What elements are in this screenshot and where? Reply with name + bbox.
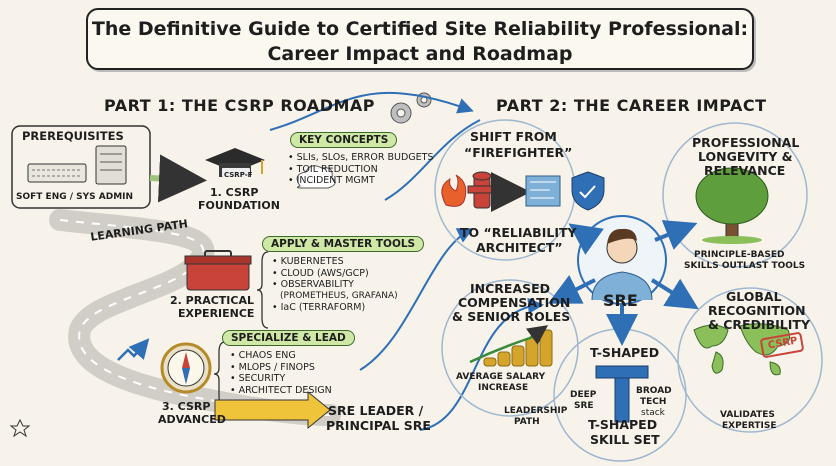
tshaped-broad1: BROAD	[636, 386, 672, 396]
tshaped-broad2: TECH	[640, 397, 667, 407]
recognition-sub2: EXPERTISE	[722, 421, 777, 431]
tool-item: IaC (TERRAFORM)	[272, 302, 398, 314]
recognition-line1: GLOBAL	[726, 289, 782, 304]
comp-sub2: INCREASE	[478, 383, 529, 393]
coins-icon	[483, 329, 553, 367]
recognition-sub1: VALIDATES	[720, 410, 775, 420]
recognition-line3: & CREDIBILITY	[708, 317, 810, 332]
tree-icon	[695, 167, 769, 244]
tshaped-foot1: T-SHAPED	[588, 417, 658, 432]
prereq-box	[11, 125, 151, 209]
prereq-caption: SOFT ENG / SYS ADMIN	[16, 192, 134, 202]
specialize-badge: SPECIALIZE & LEAD	[222, 330, 355, 346]
keyboard-icon	[27, 163, 87, 183]
key-concept-item: SLIs, SLOs, ERROR BUDGETS	[288, 152, 434, 164]
shift-to-line2: ARCHITECT”	[476, 240, 563, 255]
sre-label: SRE	[603, 291, 638, 310]
title-line-2: Career Impact and Roadmap	[267, 43, 573, 65]
comp-line3: & SENIOR ROLES	[452, 309, 571, 324]
recognition-line2: RECOGNITION	[708, 303, 806, 318]
practical-line2: EXPERIENCE	[178, 307, 255, 320]
longevity-line3: RELEVANCE	[704, 163, 786, 178]
shift-line2: “FIREFIGHTER”	[464, 145, 573, 160]
tshaped-letter: T	[613, 362, 614, 363]
tools-badge: APPLY & MASTER TOOLS	[262, 236, 425, 252]
shift-to-line1: TO “RELIABILITY	[460, 225, 577, 240]
comp-sub4: PATH	[514, 417, 540, 427]
t-shape-icon	[595, 365, 649, 423]
foundation-line1: 1. CSRP	[210, 186, 259, 199]
fire-icon	[441, 174, 467, 207]
leader-line2: PRINCIPAL SRE	[326, 418, 431, 433]
foundation-line2: FOUNDATION	[198, 199, 280, 212]
csrp-stamp	[760, 332, 804, 358]
hydrant-icon	[467, 171, 497, 209]
specialize-item: MLOPS / FINOPS	[230, 362, 332, 374]
tshaped-broad3: stack	[641, 408, 665, 418]
key-concept-item: TOIL REDUCTION	[288, 164, 433, 176]
specialize-item: ARCHITECT DESIGN	[230, 385, 332, 397]
blueprint-icon	[525, 175, 561, 207]
comp-line2: COMPENSATION	[458, 295, 571, 310]
tshaped-foot2: SKILL SET	[590, 432, 660, 447]
graduation-cap-icon	[205, 148, 265, 177]
server-icon	[95, 145, 127, 185]
comp-sub1: AVERAGE SALARY	[456, 372, 546, 382]
shift-line1: SHIFT FROM	[470, 129, 557, 144]
key-concept-item: INCIDENT MGMT	[288, 175, 433, 187]
tshaped-deep1: DEEP	[570, 390, 597, 400]
tool-item: KUBERNETES	[272, 256, 398, 268]
key-concepts-badge: KEY CONCEPTS	[290, 132, 398, 148]
growth-arrow-icon	[117, 338, 150, 361]
tool-sub: (PROMETHEUS, GRAFANA)	[280, 290, 398, 301]
part1-heading: PART 1: THE CSRP ROADMAP	[104, 96, 375, 115]
tshaped-deep2: SRE	[574, 401, 594, 411]
tshaped-heading: T-SHAPED	[590, 345, 660, 360]
longevity-line2: LONGEVITY &	[698, 149, 793, 164]
leader-line1: SRE LEADER /	[328, 403, 424, 418]
advanced-line1: 3. CSRP	[162, 400, 211, 413]
leader-arrow	[214, 390, 331, 430]
longevity-sub2: SKILLS OUTLAST TOOLS	[684, 261, 806, 271]
longevity-sub1: PRINCIPLE-BASED	[694, 250, 785, 260]
specialize-item: SECURITY	[230, 373, 332, 385]
specialize-list: CHAOS ENG MLOPS / FINOPS SECURITY ARCHIT…	[230, 350, 332, 396]
longevity-line1: PROFESSIONAL	[692, 135, 800, 150]
part2-heading: PART 2: THE CAREER IMPACT	[496, 96, 767, 115]
shield-icon	[571, 171, 605, 211]
tool-item: OBSERVABILITY	[272, 279, 398, 291]
prerequisites-label: PREREQUISITES	[22, 129, 124, 143]
comp-sub3: LEADERSHIP	[504, 406, 568, 416]
title-line-1: The Definitive Guide to Certified Site R…	[91, 18, 749, 40]
practical-line1: 2. PRACTICAL	[170, 294, 254, 307]
tool-item: CLOUD (AWS/GCP)	[272, 268, 398, 280]
compass-icon	[160, 342, 212, 394]
tools-list: KUBERNETES CLOUD (AWS/GCP) OBSERVABILITY…	[272, 256, 398, 314]
specialize-item: CHAOS ENG	[230, 350, 332, 362]
title-box: The Definitive Guide to Certified Site R…	[86, 8, 754, 70]
advanced-line2: ADVANCED	[158, 413, 226, 426]
key-concepts-list: SLIs, SLOs, ERROR BUDGETS TOIL REDUCTION…	[288, 152, 434, 187]
hat-label: CSRP-F	[224, 171, 253, 179]
comp-line1: INCREASED	[470, 281, 551, 296]
toolbox-icon	[184, 250, 252, 291]
